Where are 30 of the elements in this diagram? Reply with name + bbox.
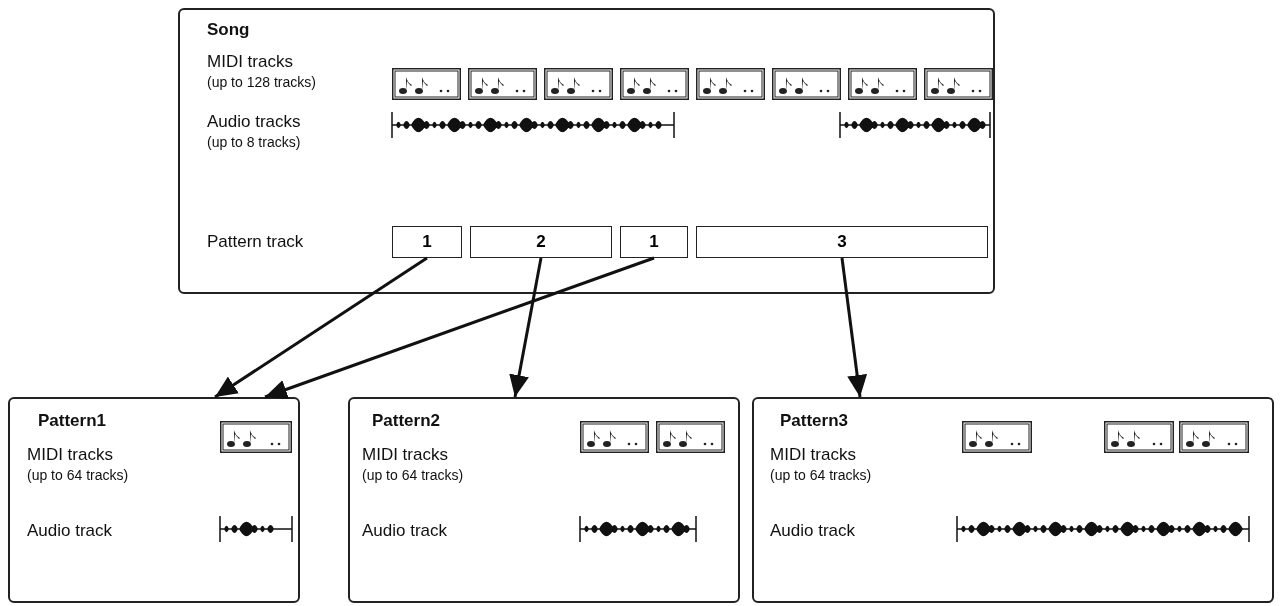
track-label: Audio tracks	[207, 112, 301, 132]
panel-title: Song	[207, 20, 250, 40]
track-label: MIDI tracks	[27, 445, 113, 465]
track-label: MIDI tracks	[207, 52, 293, 72]
track-label: Audio track	[27, 521, 113, 541]
track-label: Pattern track	[207, 232, 304, 252]
pattern-panel	[752, 397, 1274, 603]
track-label: Audio track	[770, 521, 856, 541]
pattern-segment: 3	[696, 226, 988, 258]
track-limit-note: (up to 64 tracks)	[27, 467, 129, 483]
pattern-panel	[348, 397, 740, 603]
panel-title: Pattern3	[780, 411, 849, 431]
panel-title: Pattern2	[372, 411, 441, 431]
arrow	[264, 256, 655, 399]
track-limit-note: (up to 64 tracks)	[362, 467, 464, 483]
arrow	[509, 257, 543, 398]
track-label: MIDI tracks	[362, 445, 448, 465]
pattern-segment: 1	[392, 226, 462, 258]
panel-title: Pattern1	[38, 411, 107, 431]
arrow	[214, 256, 428, 399]
track-label: Audio track	[362, 521, 448, 541]
song-panel	[178, 8, 995, 294]
track-limit-note: (up to 128 tracks)	[207, 74, 316, 90]
pattern-panel	[8, 397, 300, 603]
arrow	[840, 257, 868, 398]
pattern-segment: 2	[470, 226, 612, 258]
pattern-segment: 1	[620, 226, 688, 258]
track-limit-note: (up to 8 tracks)	[207, 134, 301, 150]
track-limit-note: (up to 64 tracks)	[770, 467, 872, 483]
track-label: MIDI tracks	[770, 445, 856, 465]
